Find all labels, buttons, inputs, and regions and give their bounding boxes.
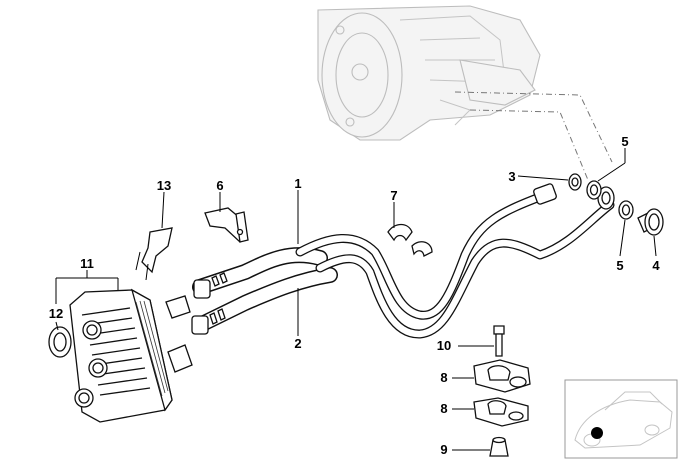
callout-3: 3: [508, 169, 515, 184]
callout-7: 7: [390, 188, 397, 203]
callout-10: 10: [437, 338, 451, 353]
callout-6: 6: [216, 178, 223, 193]
hollow-bolt: [637, 208, 664, 236]
callout-13: 13: [157, 178, 171, 193]
callout-8-lower: 8: [440, 401, 447, 416]
callout-4: 4: [652, 258, 660, 273]
holder-8-lower: [473, 397, 529, 427]
oil-pipes: [295, 183, 615, 339]
callout-1: 1: [294, 176, 301, 191]
callout-labels: 1 2 3 4 5 5 6 7 8 8 9 10 11 12 13: [49, 134, 661, 457]
screw-10: [493, 325, 505, 357]
bushing-9: [489, 436, 509, 457]
sealing-ring-12: [48, 326, 72, 358]
holder-8-upper: [473, 359, 531, 393]
sealing-rings: [568, 173, 634, 220]
callout-5-top: 5: [621, 134, 628, 149]
oil-cooler: [69, 288, 193, 423]
callout-2: 2: [294, 336, 301, 351]
callout-11: 11: [80, 256, 94, 271]
vehicle-thumbnail: [564, 379, 678, 459]
callout-5-bottom: 5: [616, 258, 623, 273]
guide-lines: [454, 91, 613, 181]
clip-13: [135, 227, 173, 281]
hose-assembly: [191, 247, 338, 335]
leader-lines: [55, 148, 657, 451]
callout-8-upper: 8: [440, 370, 447, 385]
transmission-illustration: [317, 5, 541, 141]
bracket-6: [204, 207, 249, 243]
callout-12: 12: [49, 306, 63, 321]
holder-7: [387, 223, 433, 257]
callout-9: 9: [440, 442, 447, 457]
